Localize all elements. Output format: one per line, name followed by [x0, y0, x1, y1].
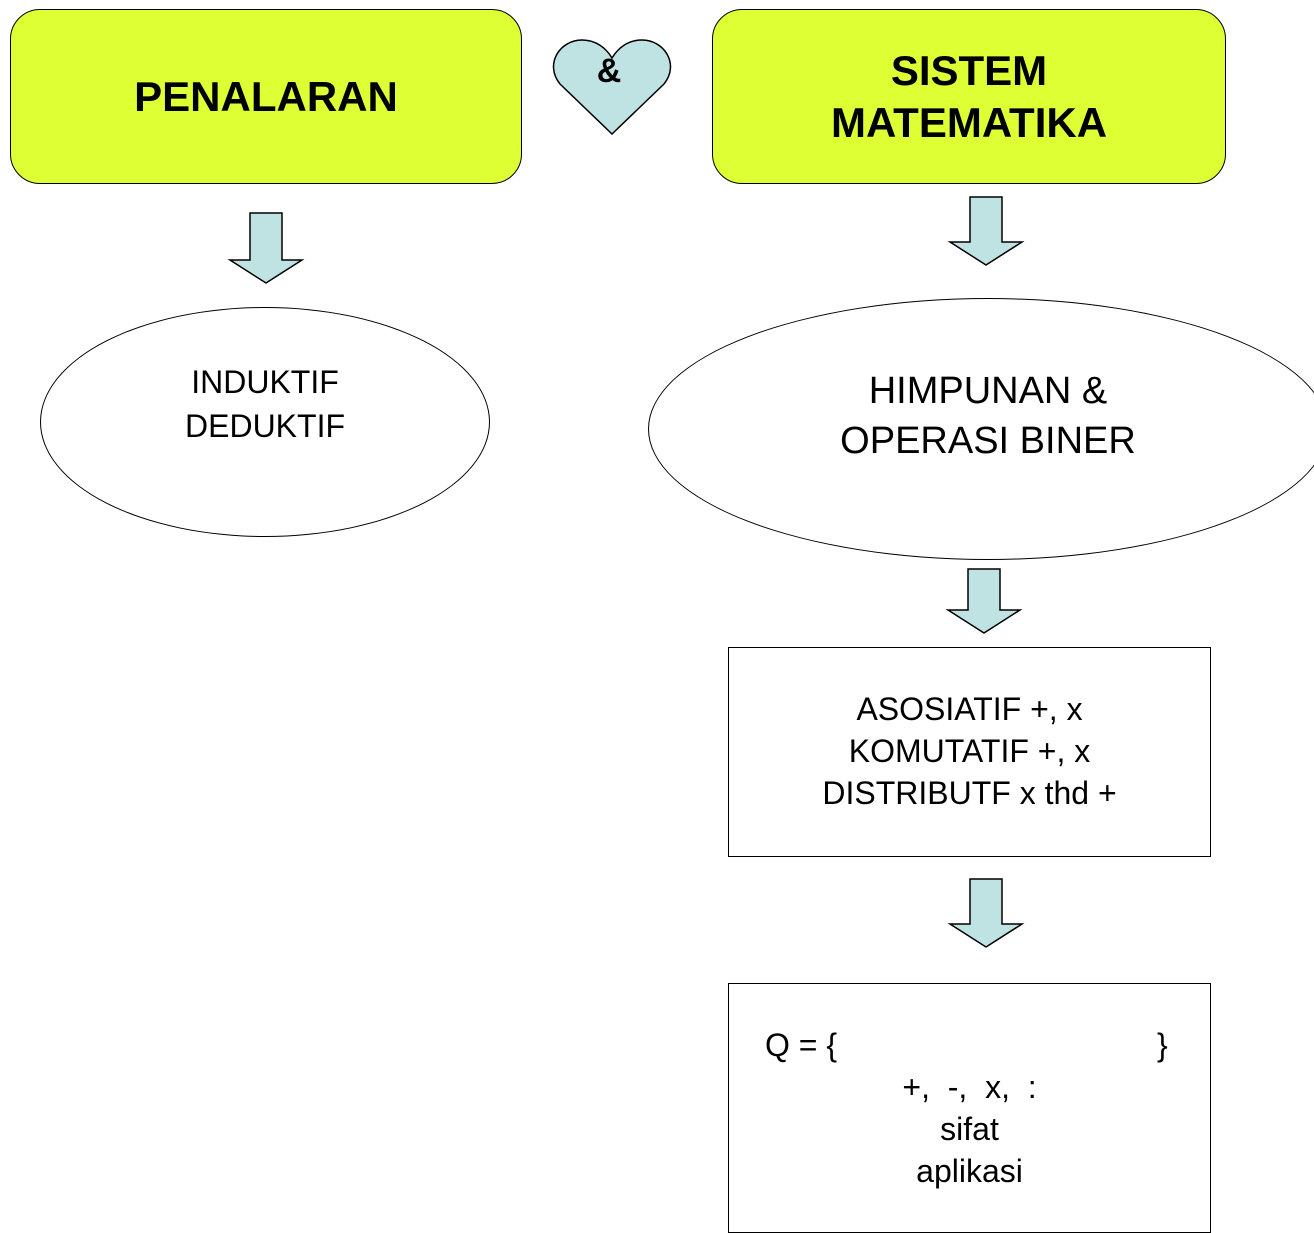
sistem-title-line2: MATEMATIKA	[830, 98, 1108, 146]
penalaran-box: PENALARAN	[10, 9, 522, 184]
deduktif-label: DEDUKTIF	[185, 408, 345, 444]
property-komutatif: KOMUTATIF +, x	[848, 733, 1091, 769]
properties-box: ASOSIATIF +, x KOMUTATIF +, x DISTRIBUTF…	[728, 647, 1211, 857]
set-close-label: }	[1157, 1027, 1168, 1063]
aplikasi-label: aplikasi	[916, 1153, 1023, 1189]
sistem-title-line1: SISTEM	[890, 46, 1048, 94]
penalaran-title: PENALARAN	[134, 72, 398, 120]
sistem-matematika-box: SISTEM MATEMATIKA	[712, 9, 1226, 184]
q-set-box: Q = { } +, -, x, : sifat aplikasi	[728, 983, 1211, 1233]
operations-label: +, -, x, :	[902, 1069, 1037, 1105]
down-arrow-icon	[947, 196, 1025, 266]
down-arrow-icon	[947, 878, 1025, 948]
down-arrow-icon	[227, 212, 305, 284]
heart-connector-label: &	[597, 52, 622, 90]
himpunan-label: HIMPUNAN &	[868, 370, 1108, 412]
property-distributif: DISTRIBUTF x thd +	[822, 775, 1117, 811]
set-open-label: Q = {	[765, 1027, 838, 1063]
induktif-label: INDUKTIF	[191, 364, 339, 400]
down-arrow-icon	[945, 568, 1023, 634]
induktif-deduktif-ellipse: INDUKTIF DEDUKTIF	[40, 307, 490, 537]
property-asosiatif: ASOSIATIF +, x	[856, 691, 1083, 727]
himpunan-operasi-ellipse: HIMPUNAN & OPERASI BINER	[648, 298, 1314, 560]
heart-connector-icon: &	[552, 39, 672, 136]
sifat-label: sifat	[940, 1111, 999, 1147]
operasi-biner-label: OPERASI BINER	[840, 420, 1136, 462]
